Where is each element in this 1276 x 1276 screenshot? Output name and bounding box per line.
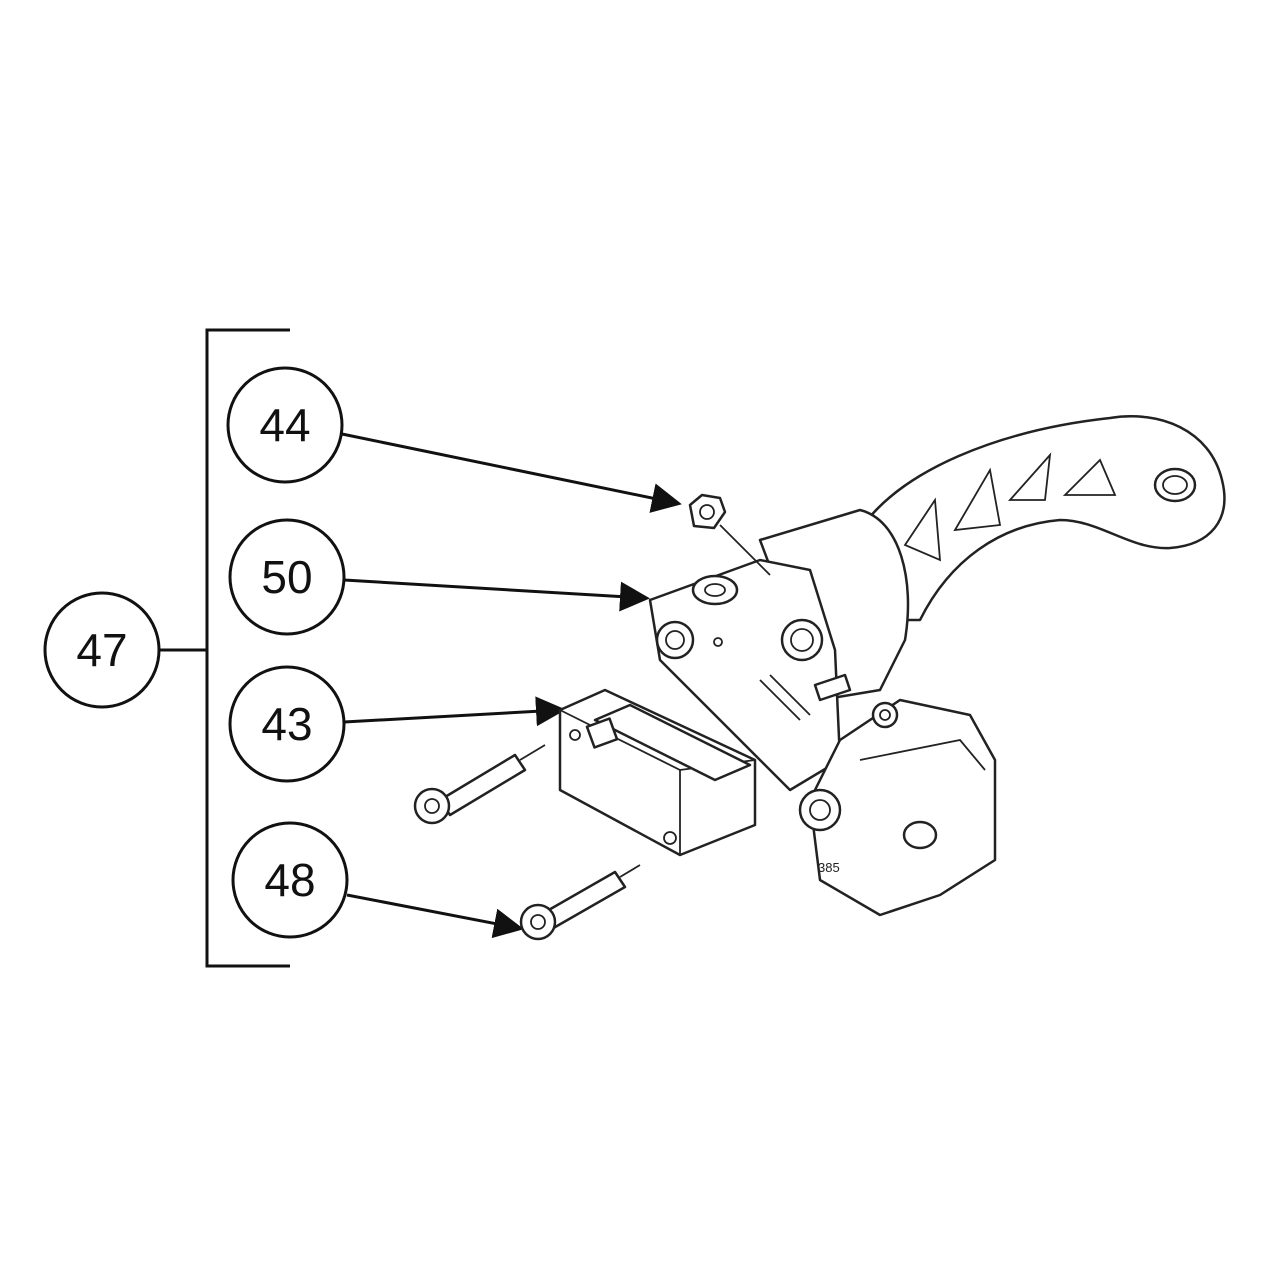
upper-screw (413, 744, 546, 825)
callout-44-label: 44 (259, 399, 310, 451)
callout-48-label: 48 (264, 854, 315, 906)
assembly-bracket (160, 328, 290, 968)
callout-47: 47 (43, 591, 161, 709)
leader-50 (343, 578, 650, 612)
callout-43: 43 (228, 665, 346, 783)
lever-arm (858, 415, 1226, 622)
callout-50: 50 (228, 518, 346, 636)
callout-44: 44 (226, 366, 344, 484)
pivot-housing (648, 508, 910, 792)
leader-48 (346, 893, 524, 939)
hex-nut (688, 493, 771, 576)
microswitch (558, 688, 757, 857)
pin (813, 673, 852, 702)
lower-block: 385 (798, 698, 997, 917)
part-stamp: 385 (818, 860, 840, 875)
callout-43-label: 43 (261, 698, 312, 750)
callout-47-label: 47 (76, 624, 127, 676)
leader-43 (343, 696, 566, 727)
callout-50-label: 50 (261, 551, 312, 603)
washer (691, 574, 739, 606)
lower-screw (519, 864, 641, 941)
callout-48: 48 (231, 821, 349, 939)
leader-44 (341, 432, 682, 513)
